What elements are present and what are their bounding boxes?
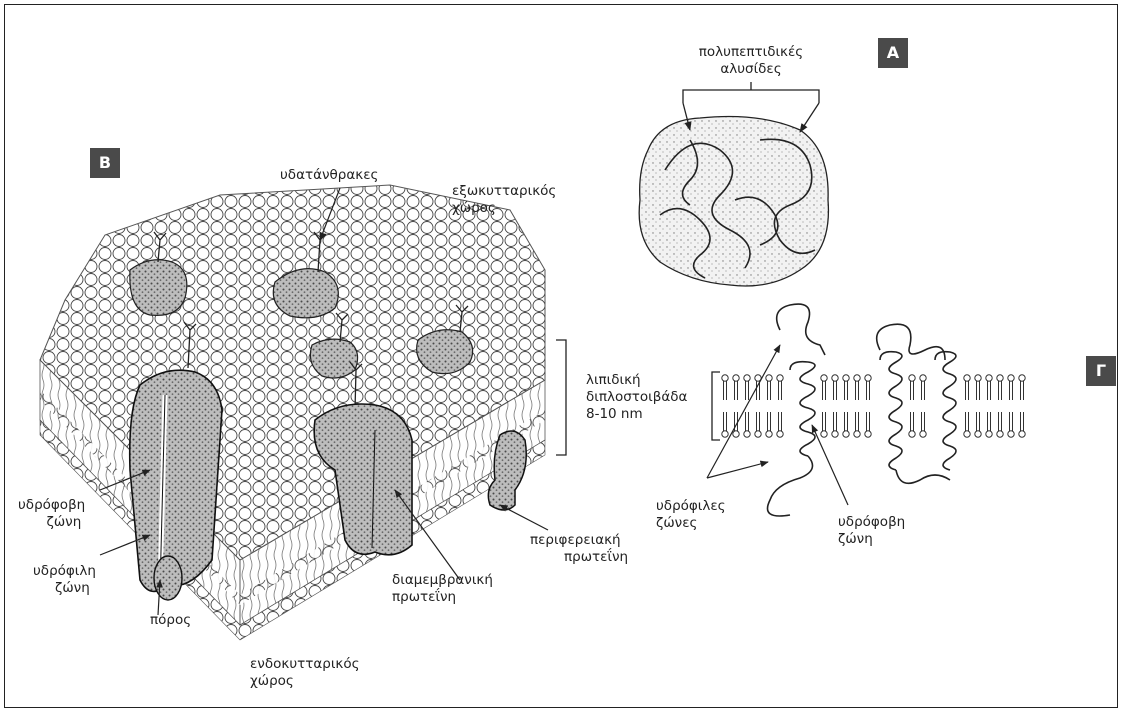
folded-protein xyxy=(639,117,828,287)
lipid-tail xyxy=(966,412,969,431)
lipid-tail xyxy=(746,381,749,400)
lipid-head xyxy=(832,431,838,437)
lower-leaflet xyxy=(722,412,1025,437)
lipid-tail xyxy=(999,412,1002,431)
carbohydrates-label: υδατάνθρακες xyxy=(280,167,378,184)
lipid-head xyxy=(843,431,849,437)
peripheral-protein-label: περιφερειακή πρωτεΐνη xyxy=(530,532,628,566)
lipid-head xyxy=(733,431,739,437)
lipid-head xyxy=(1008,375,1014,381)
panel-a-badge: A xyxy=(878,38,908,68)
lipid-tail xyxy=(823,412,826,431)
lipid-head xyxy=(1008,431,1014,437)
lipid-tail xyxy=(724,412,727,431)
lipid-head xyxy=(997,375,1003,381)
lipid-head xyxy=(986,431,992,437)
lipid-tail xyxy=(966,381,969,400)
lipid-head xyxy=(744,375,750,381)
lipid-head xyxy=(843,375,849,381)
upper-leaflet xyxy=(722,375,1025,400)
lipid-tail xyxy=(922,381,925,400)
extracellular-label: εξωκυτταρικός χώρος xyxy=(452,183,556,217)
lipid-head xyxy=(920,375,926,381)
lipid-head xyxy=(821,375,827,381)
lipid-head xyxy=(854,431,860,437)
lipid-tail xyxy=(977,381,980,400)
lipid-head xyxy=(920,431,926,437)
lipid-head xyxy=(975,431,981,437)
lipid-tail xyxy=(845,381,848,400)
pore-label: πόρος xyxy=(150,612,191,629)
panel-g-badge: Γ xyxy=(1086,356,1116,386)
lipid-head xyxy=(744,431,750,437)
lipid-head xyxy=(766,375,772,381)
lipid-tail xyxy=(834,412,837,431)
lipid-tail xyxy=(768,412,771,431)
lipid-tail xyxy=(988,412,991,431)
lipid-head xyxy=(909,375,915,381)
channel-protein xyxy=(130,370,222,600)
transmembrane-protein-label: διαμεμβρανική πρωτεΐνη xyxy=(392,572,493,606)
lipid-tail xyxy=(746,412,749,431)
lipid-tail xyxy=(768,381,771,400)
lipid-head xyxy=(733,375,739,381)
lipid-head xyxy=(854,375,860,381)
lipid-tail xyxy=(1010,412,1013,431)
lipid-head xyxy=(865,431,871,437)
hydrophobic-zone-label: υδρόφοβη ζώνη xyxy=(18,497,85,531)
lipid-head xyxy=(821,431,827,437)
lipid-head xyxy=(964,431,970,437)
hydrophilic-zones-label: υδρόφιλες ζώνες xyxy=(656,498,726,532)
lipid-head xyxy=(865,375,871,381)
panel-b-badge: B xyxy=(90,148,120,178)
intracellular-label: ενδοκυτταρικός χώρος xyxy=(250,656,360,690)
lipid-tail xyxy=(911,381,914,400)
helix-membrane xyxy=(712,304,1025,516)
lipid-tail xyxy=(724,381,727,400)
lipid-tail xyxy=(856,381,859,400)
lipid-tail xyxy=(977,412,980,431)
bilayer-bracket xyxy=(556,340,566,455)
hydrophilic-zone-label: υδρόφιλη ζώνη xyxy=(33,563,96,597)
lipid-tail xyxy=(735,381,738,400)
lipid-tail xyxy=(922,412,925,431)
lipid-tail xyxy=(779,412,782,431)
lipid-head xyxy=(1019,375,1025,381)
lipid-head xyxy=(1019,431,1025,437)
lipid-tail xyxy=(845,412,848,431)
lipid-tail xyxy=(856,412,859,431)
panel-g-arrows xyxy=(707,345,848,505)
lipid-head xyxy=(832,375,838,381)
lipid-tail xyxy=(1010,381,1013,400)
lipid-tail xyxy=(867,381,870,400)
lipid-tail xyxy=(823,381,826,400)
lipid-tail xyxy=(999,381,1002,400)
lipid-head xyxy=(975,375,981,381)
lipid-head xyxy=(964,375,970,381)
lipid-tail xyxy=(988,381,991,400)
chains-label: πολυπεπτιδικές αλυσίδες xyxy=(694,44,808,78)
lipid-tail xyxy=(1021,381,1024,400)
lipid-head xyxy=(755,431,761,437)
lipid-tail xyxy=(757,412,760,431)
lipid-head xyxy=(909,431,915,437)
lipid-tail xyxy=(867,412,870,431)
lipid-head xyxy=(722,375,728,381)
lipid-head xyxy=(722,431,728,437)
lipid-head xyxy=(777,375,783,381)
lipid-head xyxy=(766,431,772,437)
lipid-tail xyxy=(1021,412,1024,431)
lipid-head xyxy=(986,375,992,381)
lipid-head xyxy=(777,431,783,437)
lipid-tail xyxy=(779,381,782,400)
lipid-tail xyxy=(834,381,837,400)
lipid-head xyxy=(997,431,1003,437)
bilayer-label: λιπιδική διπλοστοιβάδα 8-10 nm xyxy=(586,372,687,423)
hydrophobic-zone-g-label: υδρόφοβη ζώνη xyxy=(838,514,905,548)
lipid-tail xyxy=(911,412,914,431)
